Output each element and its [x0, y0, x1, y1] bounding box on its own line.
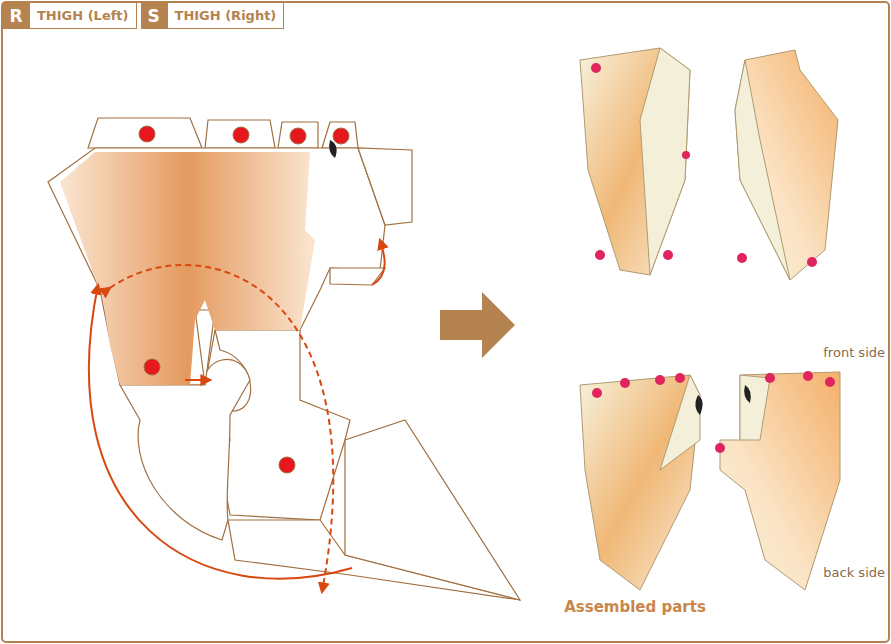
view-label: back side	[823, 565, 885, 580]
part-dots	[591, 63, 835, 453]
unfolded-template	[48, 118, 520, 600]
skin-area	[60, 152, 315, 385]
part-letter-box: S	[141, 3, 167, 29]
part-name: THIGH (Right)	[175, 8, 277, 23]
part-letter: S	[147, 6, 159, 26]
part-letter: R	[9, 6, 22, 26]
part-name-box: THIGH (Left)	[29, 3, 137, 29]
black-mark	[329, 140, 336, 158]
part-letter-box: R	[3, 3, 29, 29]
part-name-box: THIGH (Right)	[167, 3, 285, 29]
glue-dots	[139, 126, 349, 473]
assembled-parts	[580, 48, 840, 590]
black-marks	[695, 385, 750, 415]
big-arrow	[440, 292, 515, 358]
caption: Assembled parts	[564, 598, 706, 616]
fold-arrows	[89, 240, 385, 592]
part-name: THIGH (Left)	[37, 8, 129, 23]
view-label: front side	[823, 345, 885, 360]
